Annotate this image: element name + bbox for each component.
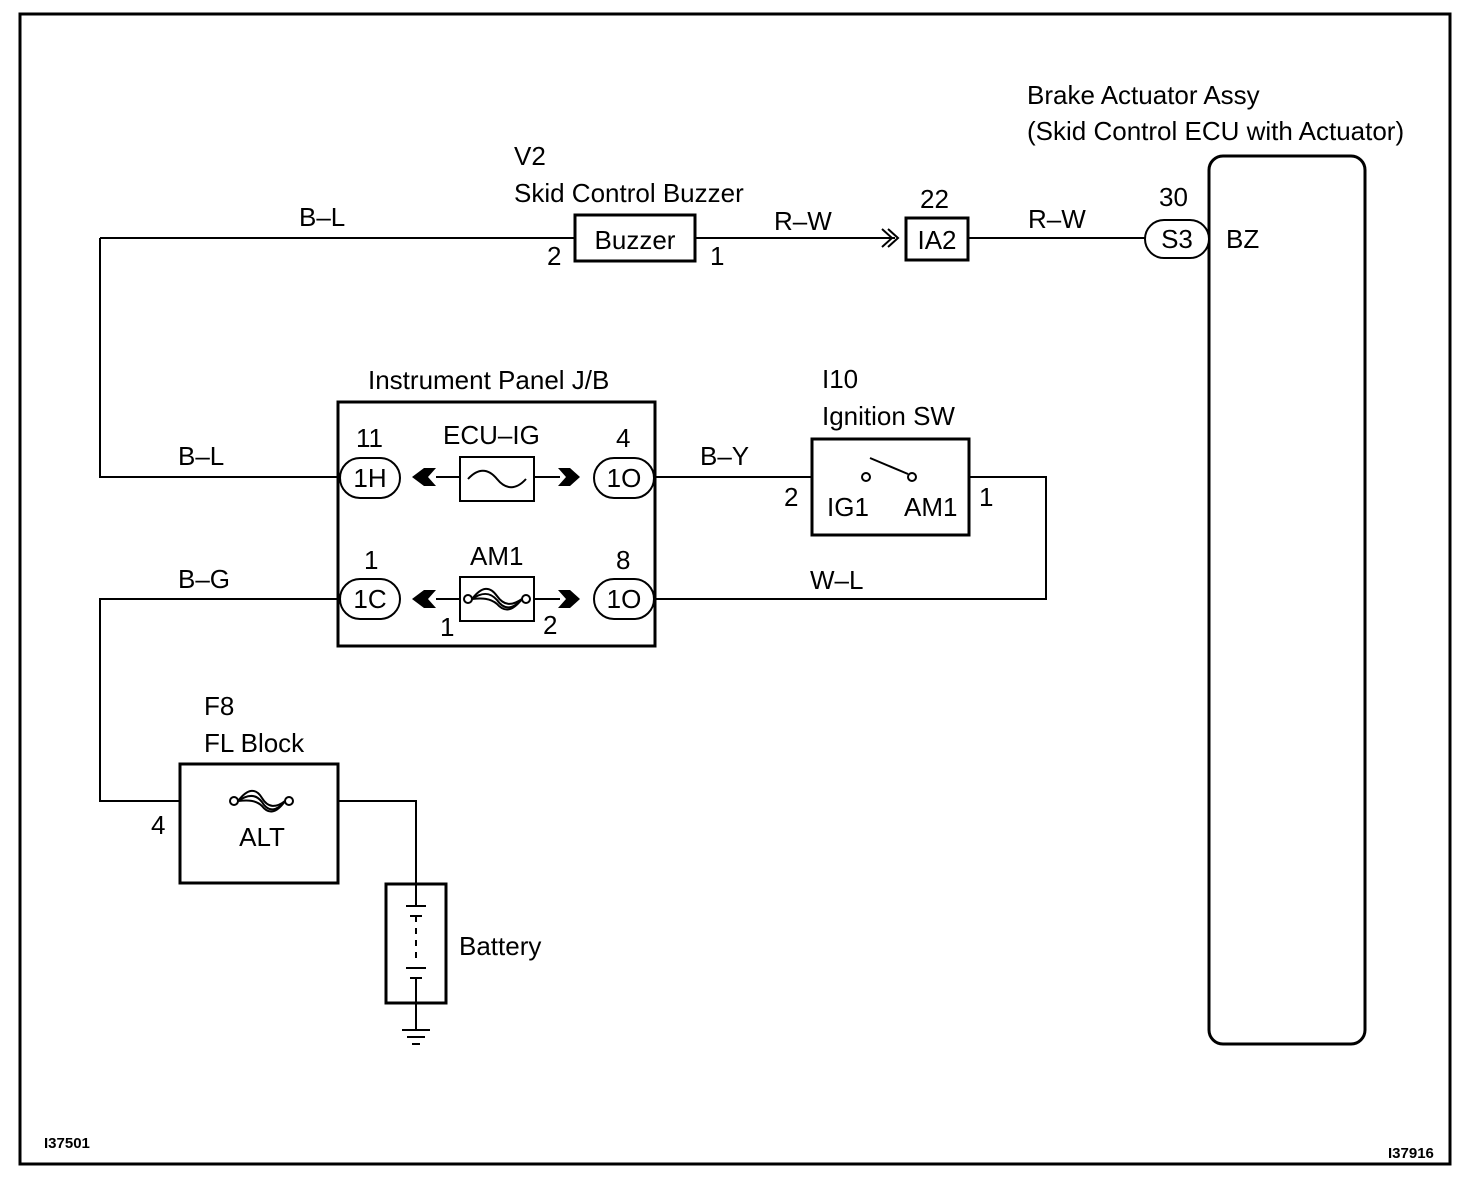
connector-1o-top <box>593 457 655 499</box>
brake-actuator-box <box>1207 154 1367 1046</box>
connector-ia2-arrow-icon <box>881 228 900 248</box>
wire-label-rw-right: R–W <box>1028 204 1086 234</box>
junction-block-title: Instrument Panel J/B <box>368 365 609 395</box>
jb-bottom-left-pin: 1 <box>364 545 378 575</box>
fl-block-code: F8 <box>204 691 234 721</box>
ignition-switch-name: Ignition SW <box>822 401 955 431</box>
wire-label-bl-top: B–L <box>299 202 345 232</box>
brake-actuator-subtitle: (Skid Control ECU with Actuator) <box>1027 116 1404 146</box>
fusible-link-am1-icon <box>463 587 531 611</box>
wire-label-wl: W–L <box>810 565 863 595</box>
buzzer-box <box>573 213 697 263</box>
figure-id-right: I37916 <box>1388 1145 1434 1162</box>
connector-s3 <box>1144 219 1210 259</box>
diagram-frame <box>18 12 1452 1166</box>
wire-bl-left <box>99 238 338 478</box>
fl-block-box <box>178 762 340 885</box>
ground-icon <box>402 1029 430 1045</box>
ignition-terminal-ig1: IG1 <box>827 492 869 522</box>
connector-1o-bottom-arrow-icon <box>558 590 580 608</box>
fusible-link-alt-icon <box>229 789 294 813</box>
wire-bg <box>99 598 338 802</box>
fl-block-fuse-label: ALT <box>239 822 285 852</box>
buzzer-name: Skid Control Buzzer <box>514 178 744 208</box>
connector-1c-arrow-icon <box>412 590 436 608</box>
buzzer-code: V2 <box>514 141 546 171</box>
connector-s3-label: S3 <box>1161 224 1193 254</box>
wire-label-bl-mid: B–L <box>178 441 224 471</box>
wire-label-by: B–Y <box>700 441 749 471</box>
jb-top-left-pin: 11 <box>356 423 383 453</box>
fuse-am1-terminal-2: 2 <box>543 610 557 640</box>
buzzer-pin-left: 2 <box>547 241 561 271</box>
fuse-ecu-ig-label: ECU–IG <box>443 420 540 450</box>
fuse-am1-terminal-1: 1 <box>440 612 454 642</box>
connector-1h-label: 1H <box>353 463 386 493</box>
terminal-bz: BZ <box>1226 224 1259 254</box>
brake-actuator-title: Brake Actuator Assy <box>1027 80 1260 110</box>
fuse-ecu-ig-icon <box>467 469 527 489</box>
connector-1o-top-label: 1O <box>607 463 642 493</box>
wire-label-rw-left: R–W <box>774 206 832 236</box>
fl-block-pin: 4 <box>151 810 165 840</box>
fuse-am1-label: AM1 <box>470 541 523 571</box>
ignition-terminal-am1: AM1 <box>904 492 957 522</box>
figure-id-left: I37501 <box>44 1135 90 1152</box>
ignition-switch-contact-icon <box>861 457 917 482</box>
wire-label-bg: B–G <box>178 564 230 594</box>
brake-actuator-pin-number: 30 <box>1159 182 1188 212</box>
battery-label: Battery <box>459 931 541 961</box>
connector-ia2-pin: 22 <box>920 184 949 214</box>
ignition-switch-box <box>810 437 971 537</box>
connector-1h <box>339 457 401 499</box>
connector-1o-bottom-label: 1O <box>607 584 642 614</box>
wire-battery-positive <box>338 800 417 884</box>
connector-ia2-label: IA2 <box>917 225 956 255</box>
wire-wl <box>654 476 1047 600</box>
connector-1c-label: 1C <box>353 584 386 614</box>
jb-top-right-pin: 4 <box>616 423 630 453</box>
connector-1o-top-arrow-icon <box>558 468 580 486</box>
ignition-pin-left: 2 <box>784 482 798 512</box>
connector-1o-bottom <box>593 578 655 620</box>
fl-block-name: FL Block <box>204 728 305 758</box>
connector-1c <box>339 578 401 620</box>
jb-bottom-right-pin: 8 <box>616 545 630 575</box>
ignition-switch-code: I10 <box>822 364 858 394</box>
ignition-pin-right: 1 <box>979 482 993 512</box>
connector-1h-arrow-icon <box>412 468 436 486</box>
buzzer-pin-right: 1 <box>710 241 724 271</box>
battery-icon <box>406 884 426 1003</box>
buzzer-label: Buzzer <box>595 225 676 255</box>
connector-ia2 <box>904 216 970 262</box>
